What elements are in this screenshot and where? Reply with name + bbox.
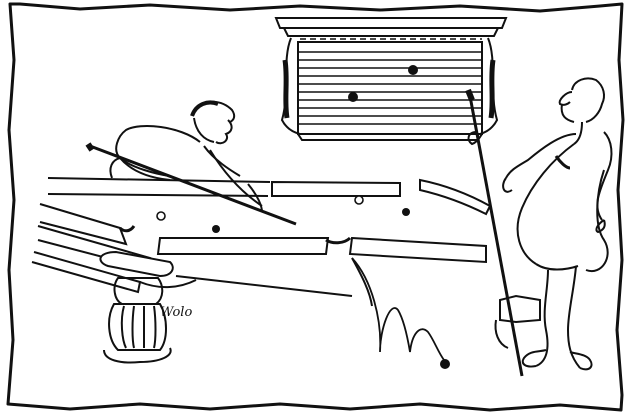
billiard-ball-white xyxy=(156,211,166,221)
billiard-ball-red xyxy=(212,225,220,233)
artist-signature: Wolo xyxy=(160,305,192,320)
bouncing-ball xyxy=(440,359,450,369)
player-bending xyxy=(109,100,263,213)
player-standing xyxy=(502,77,613,371)
torn-paper-border xyxy=(6,2,625,412)
billiard-ball-red xyxy=(402,208,410,216)
billiard-table xyxy=(31,177,541,364)
scoreboard xyxy=(274,17,508,141)
cue-stick-left xyxy=(89,144,297,226)
cue-stick-right xyxy=(468,95,524,377)
score-marker-bead xyxy=(408,65,418,75)
billiard-ball-white xyxy=(354,195,364,205)
ball-bounce-trail xyxy=(351,257,445,361)
score-marker-bead xyxy=(348,92,358,102)
